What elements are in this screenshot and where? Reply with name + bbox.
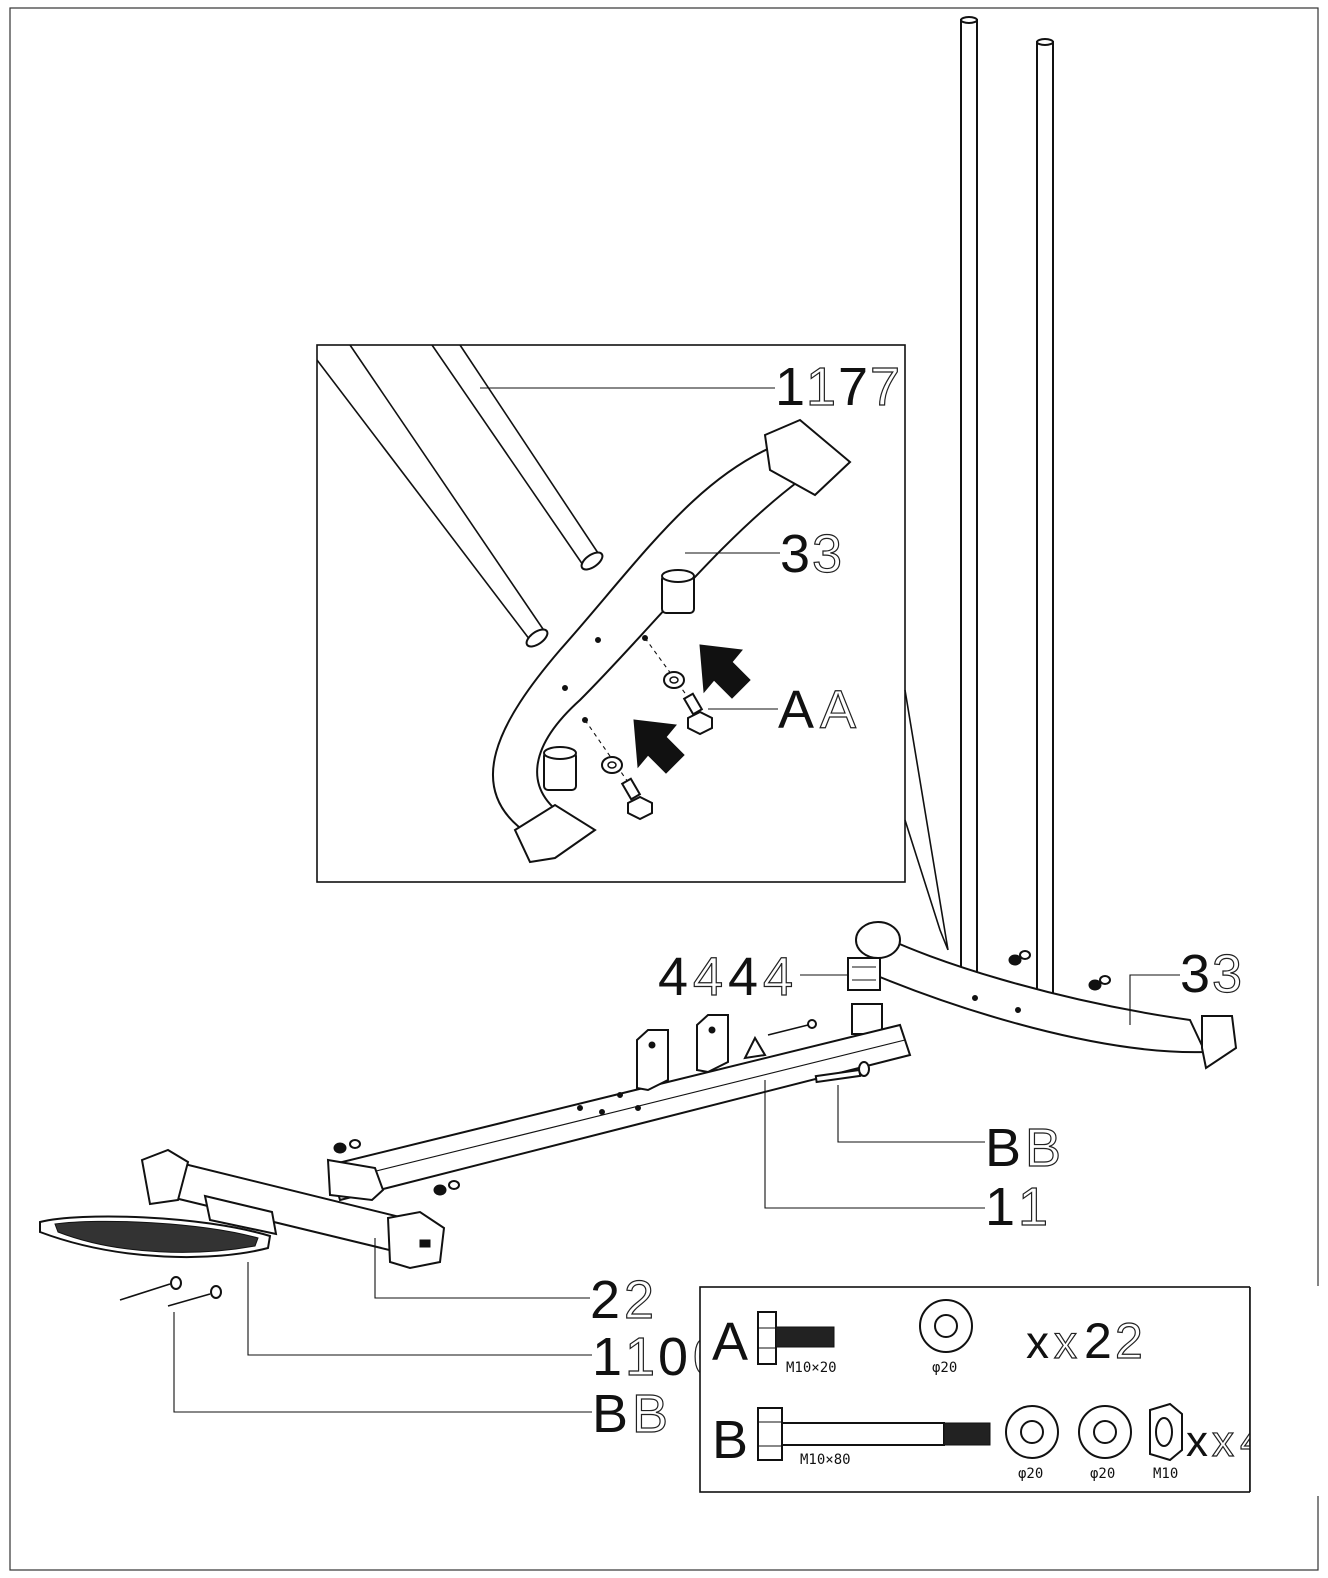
- label-part-17: 1 1 7 7: [775, 356, 901, 417]
- bolt-icon: [757, 1311, 835, 1365]
- svg-text:x: x: [1054, 1316, 1077, 1368]
- svg-text:A: A: [712, 1312, 748, 1372]
- washer-icon: [1005, 1405, 1059, 1459]
- label-hardware-b-upper: B B: [985, 1117, 1062, 1178]
- svg-text:2: 2: [590, 1270, 620, 1330]
- svg-text:A: A: [820, 680, 856, 740]
- svg-text:x: x: [1026, 1316, 1049, 1368]
- svg-text:1: 1: [985, 1177, 1015, 1237]
- svg-text:M10: M10: [1153, 1466, 1178, 1482]
- arrow-icon: [633, 719, 685, 774]
- svg-text:M10×80: M10×80: [800, 1452, 851, 1468]
- washer-icon: [919, 1299, 973, 1353]
- svg-text:B: B: [1025, 1118, 1061, 1178]
- hardware-box: A M10×20 φ20 x x 2 2 B: [699, 1286, 1328, 1496]
- svg-text:x: x: [1186, 1417, 1208, 1466]
- svg-text:7: 7: [870, 357, 900, 417]
- svg-text:φ20: φ20: [1090, 1466, 1115, 1482]
- svg-text:A: A: [778, 680, 814, 740]
- svg-text:B: B: [712, 1410, 748, 1470]
- svg-text:M10×20: M10×20: [786, 1360, 837, 1376]
- nut-icon: [1149, 1402, 1183, 1462]
- svg-text:3: 3: [780, 524, 810, 584]
- washer-icon: [1078, 1405, 1132, 1459]
- svg-text:4: 4: [728, 947, 758, 1007]
- arrow-icon: [699, 644, 751, 699]
- svg-text:2: 2: [1084, 1313, 1112, 1369]
- svg-text:3: 3: [1180, 944, 1210, 1004]
- label-part-1: 1 1: [985, 1176, 1049, 1237]
- svg-text:1: 1: [1018, 1177, 1048, 1237]
- upright-posts: [960, 16, 1054, 998]
- hardware-row-a: A M10×20 φ20 x x 2 2: [712, 1299, 1143, 1376]
- label-part-44: 4 4 4 4: [658, 946, 794, 1007]
- svg-text:φ20: φ20: [1018, 1466, 1043, 1482]
- svg-text:1: 1: [775, 357, 805, 417]
- svg-text:1: 1: [806, 357, 836, 417]
- svg-text:1: 1: [592, 1327, 622, 1387]
- svg-text:φ20: φ20: [932, 1360, 957, 1376]
- base-assembly: [39, 921, 1238, 1413]
- svg-text:1: 1: [625, 1327, 655, 1387]
- label-hardware-b-lower: B B: [592, 1383, 669, 1444]
- bolt-icon: [757, 1407, 991, 1461]
- svg-text:3: 3: [1212, 944, 1242, 1004]
- detail-inset: [316, 344, 949, 951]
- svg-text:4: 4: [658, 947, 688, 1007]
- label-part-3-main: 3 3: [1180, 943, 1243, 1004]
- page-frame: [9, 7, 1319, 1571]
- label-part-2: 2 2: [590, 1269, 655, 1330]
- svg-text:7: 7: [838, 357, 868, 417]
- svg-text:3: 3: [812, 524, 842, 584]
- svg-text:0: 0: [658, 1327, 688, 1387]
- svg-text:2: 2: [1115, 1313, 1143, 1369]
- svg-text:B: B: [632, 1384, 668, 1444]
- label-part-3-detail: 3 3: [780, 523, 843, 584]
- svg-text:B: B: [985, 1118, 1021, 1178]
- label-hardware-a-detail: A A: [778, 679, 857, 740]
- svg-text:x: x: [1212, 1417, 1234, 1466]
- svg-text:2: 2: [624, 1270, 654, 1330]
- svg-text:4: 4: [693, 947, 723, 1007]
- svg-text:B: B: [592, 1384, 628, 1444]
- svg-text:4: 4: [763, 947, 793, 1007]
- qty-a: x x 2 2: [1026, 1312, 1143, 1369]
